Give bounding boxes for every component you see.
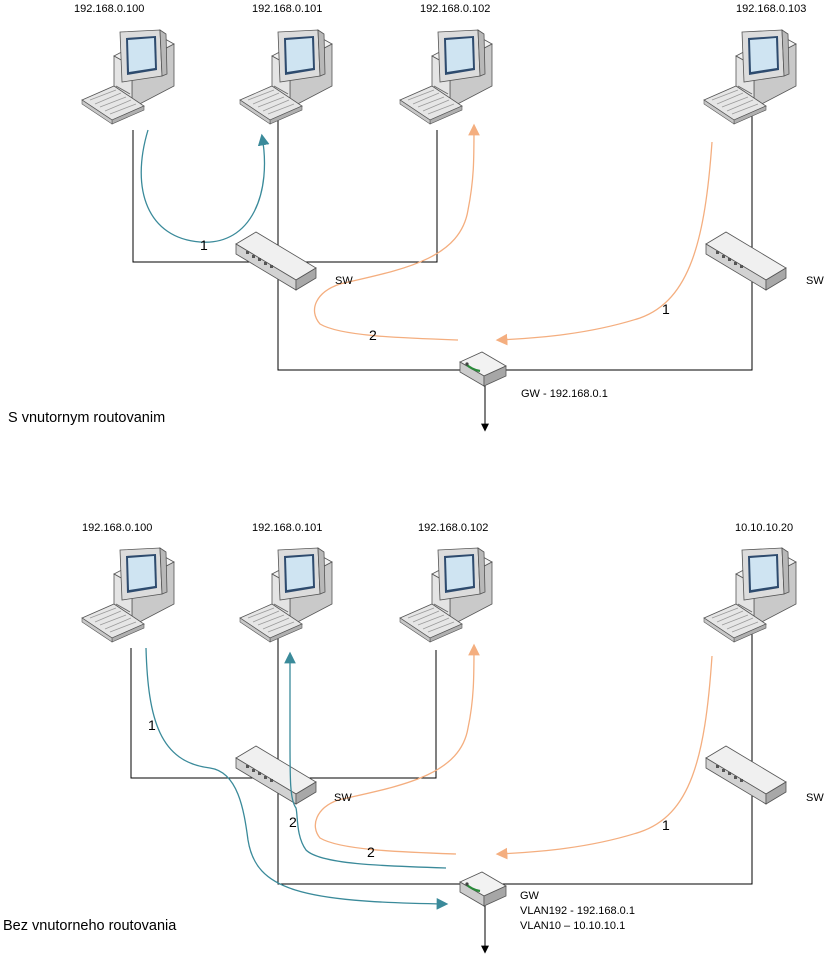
host-ip-label: 192.168.0.101 [252,522,322,534]
flow-number-label: 1 [662,301,670,317]
flow-number-label: 2 [367,844,375,860]
host-ip-label: 192.168.0.102 [418,522,488,534]
host-ip-label: 10.10.10.20 [735,522,793,534]
computer-icon [81,547,175,643]
router-icon [458,350,508,388]
computer-icon [703,547,797,643]
host-ip-label: 192.168.0.101 [252,3,322,15]
switch-label: SW [806,792,824,804]
host-ip-label: 192.168.0.100 [82,522,152,534]
gateway-vlan10-label: VLAN10 – 10.10.10.1 [520,920,625,932]
switch-icon [705,231,787,291]
flow-number-label: 1 [148,717,156,733]
flow-orange-1 [495,655,713,860]
switch-label: SW [335,275,353,287]
computer-icon [399,29,493,125]
flow-number-label: 2 [289,814,297,830]
host-ip-label: 192.168.0.102 [420,3,490,15]
diagram-caption: S vnutornym routovanim [8,410,165,426]
host-ip-label: 192.168.0.100 [74,3,144,15]
flow-number-label: 2 [369,327,377,343]
computer-icon [239,29,333,125]
flow-orange-2 [314,643,480,855]
diagram-bottom: 192.168.0.100 192.168.0.101 192.168.0.10… [3,522,824,954]
flow-teal-2 [284,651,447,869]
computer-icon [81,29,175,125]
switch-icon [235,745,317,805]
flow-orange-1 [495,141,713,346]
flow-number-label: 1 [662,817,670,833]
flow-teal-1 [140,129,270,243]
diagram-caption: Bez vnutorneho routovania [3,918,177,934]
diagram-top: 192.168.0.100 192.168.0.101 192.168.0.10… [8,3,824,432]
router-icon [458,870,508,908]
switch-label: SW [806,275,824,287]
flow-teal-1 [145,647,449,910]
switch-label: SW [334,792,352,804]
wires-top [132,110,753,432]
flow-orange-2 [314,123,480,341]
flow-number-label: 1 [200,237,208,253]
switch-icon [705,745,787,805]
computer-icon [239,547,333,643]
computer-icon [399,547,493,643]
computer-icon [703,29,797,125]
switch-icon [235,231,317,291]
gateway-vlan192-label: VLAN192 - 192.168.0.1 [520,905,635,917]
gateway-label: GW [520,890,540,902]
gateway-label: GW - 192.168.0.1 [521,388,608,400]
host-ip-label: 192.168.0.103 [736,3,806,15]
